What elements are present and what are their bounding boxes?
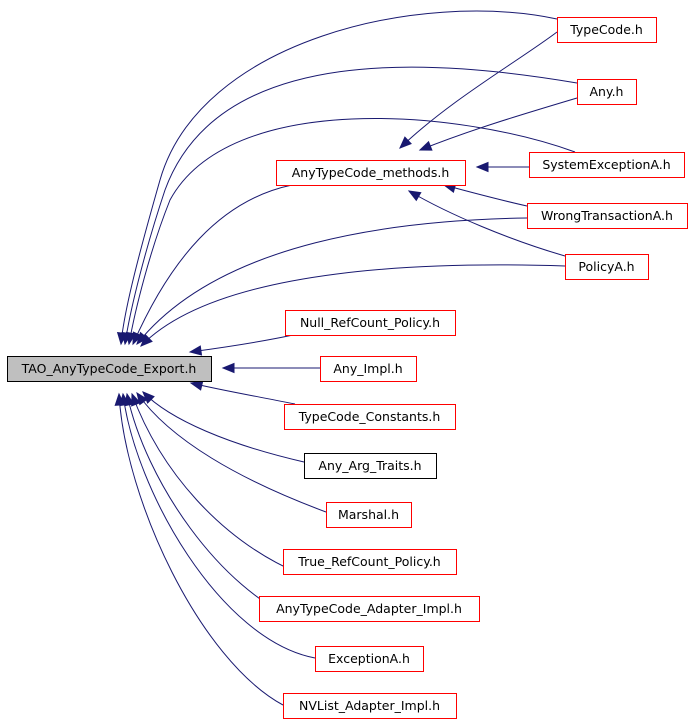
- node-any[interactable]: Any.h: [577, 79, 637, 105]
- edge-line: [131, 393, 301, 575]
- node-box: [315, 646, 424, 672]
- edge-line: [142, 391, 305, 463]
- node-trueref[interactable]: True_RefCount_Policy.h: [283, 549, 457, 575]
- edge-line: [136, 217, 528, 345]
- edge-any-to-methods: [418, 97, 578, 151]
- node-box: [577, 79, 637, 105]
- node-label: Any_Impl.h: [333, 361, 402, 376]
- node-wrongtx[interactable]: WrongTransactionA.h: [527, 203, 688, 229]
- edge-anyimpl-to-root: [221, 362, 320, 374]
- edge-wrongtx-to-methods: [442, 182, 528, 207]
- edge-adapter-to-root: [124, 392, 301, 622]
- edge-line: [190, 382, 296, 405]
- node-label: TAO_AnyTypeCode_Export.h: [21, 361, 197, 376]
- node-box: [320, 356, 417, 382]
- arrowhead-icon: [475, 161, 489, 173]
- edge-line: [408, 190, 566, 257]
- edge-line: [399, 31, 558, 149]
- arrowhead-icon: [114, 392, 125, 406]
- node-box: [527, 203, 688, 229]
- arrowhead-icon: [131, 392, 141, 407]
- node-label: AnyTypeCode_Adapter_Impl.h: [276, 601, 462, 616]
- node-label: TypeCode_Constants.h: [298, 409, 441, 424]
- node-label: TypeCode.h: [569, 22, 643, 37]
- node-label: Any.h: [590, 84, 624, 99]
- edge-tcconst-to-root: [189, 380, 296, 405]
- node-exca[interactable]: ExceptionA.h: [315, 646, 424, 672]
- node-box: [276, 160, 466, 186]
- node-label: Marshal.h: [338, 507, 399, 522]
- edge-sysexc-to-methods: [475, 161, 529, 173]
- node-root[interactable]: TAO_AnyTypeCode_Export.h: [7, 356, 212, 382]
- edge-line: [189, 334, 294, 353]
- edge-trueref-to-root: [131, 392, 301, 575]
- arrowhead-icon: [399, 136, 412, 149]
- nodes-layer: TAO_AnyTypeCode_Export.h TypeCode.hAny.hA…: [7, 17, 688, 719]
- node-adapter[interactable]: AnyTypeCode_Adapter_Impl.h: [259, 596, 480, 622]
- node-nvlist[interactable]: NVList_Adapter_Impl.h: [283, 693, 457, 719]
- arrowhead-icon: [418, 140, 433, 151]
- arrowhead-icon: [221, 362, 235, 374]
- node-label: ExceptionA.h: [328, 651, 410, 666]
- edge-policya-to-methods: [407, 190, 566, 257]
- node-box: [259, 596, 480, 622]
- node-label: WrongTransactionA.h: [541, 208, 673, 223]
- node-marshal[interactable]: Marshal.h: [326, 502, 412, 528]
- node-label: AnyTypeCode_methods.h: [292, 165, 450, 180]
- node-policya[interactable]: PolicyA.h: [565, 254, 649, 280]
- node-label: True_RefCount_Policy.h: [297, 554, 440, 569]
- node-box: [283, 549, 457, 575]
- node-label: SystemExceptionA.h: [542, 157, 670, 172]
- node-box: [285, 310, 456, 336]
- node-label: Null_RefCount_Policy.h: [300, 315, 440, 330]
- node-box: [284, 404, 456, 430]
- node-box: [529, 152, 685, 178]
- edge-line: [118, 393, 284, 706]
- node-sysexc[interactable]: SystemExceptionA.h: [529, 152, 685, 178]
- node-typecode[interactable]: TypeCode.h: [557, 17, 657, 43]
- edge-wrongtx-to-root: [136, 217, 528, 346]
- edge-line: [132, 184, 293, 345]
- edge-line: [126, 393, 301, 622]
- edge-line: [419, 97, 578, 151]
- node-box: [7, 356, 212, 382]
- node-box: [557, 17, 657, 43]
- edge-typecode-to-methods: [399, 31, 558, 149]
- arrowhead-icon: [189, 380, 204, 391]
- arrowhead-icon: [140, 334, 153, 347]
- node-label: Any_Arg_Traits.h: [318, 458, 421, 473]
- node-nullref[interactable]: Null_RefCount_Policy.h: [285, 310, 456, 336]
- node-box: [283, 693, 457, 719]
- node-label: PolicyA.h: [578, 259, 634, 274]
- edge-nvlist-to-root: [114, 392, 284, 706]
- node-label: NVList_Adapter_Impl.h: [299, 698, 440, 713]
- edges-layer: [114, 10, 578, 706]
- edge-line: [122, 393, 316, 659]
- edge-line: [443, 184, 528, 207]
- arrowhead-icon: [407, 190, 422, 202]
- arrowhead-icon: [142, 391, 155, 404]
- edge-anyarg-to-root: [142, 391, 305, 463]
- edge-line: [136, 392, 327, 513]
- edge-any-to-root: [121, 66, 578, 346]
- node-tcconst[interactable]: TypeCode_Constants.h: [284, 404, 456, 430]
- edge-line: [120, 10, 558, 345]
- node-box: [565, 254, 649, 280]
- edge-line: [140, 264, 566, 347]
- node-anyarg[interactable]: Any_Arg_Traits.h: [304, 453, 437, 479]
- arrowhead-icon: [188, 345, 203, 356]
- node-anyimpl[interactable]: Any_Impl.h: [320, 356, 417, 382]
- node-box: [304, 453, 437, 479]
- node-box: [326, 502, 412, 528]
- node-methods[interactable]: AnyTypeCode_methods.h: [276, 160, 466, 186]
- edge-methods-to-root: [132, 184, 293, 346]
- edge-line: [128, 118, 576, 345]
- edge-policya-to-root: [140, 264, 566, 347]
- arrowhead-icon: [136, 331, 149, 346]
- edge-nullref-to-root: [188, 334, 294, 356]
- edge-line: [124, 66, 578, 345]
